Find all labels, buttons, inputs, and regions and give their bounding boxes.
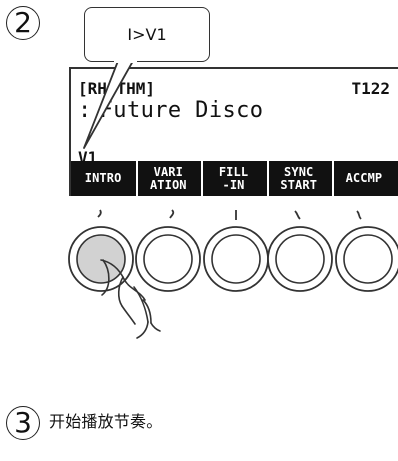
softkey-sync-start[interactable]: SYNC START: [266, 161, 329, 196]
softkey-bar: INTRO VARI ATION FILL -IN SYNC START ACC…: [71, 161, 398, 196]
knob-2-pointer: [169, 209, 175, 219]
knob-1-inner: [76, 234, 126, 284]
softkey-variation[interactable]: VARI ATION: [136, 161, 199, 196]
tempo-label: T122: [351, 79, 390, 98]
lcd-screen: [RH THM] T122 :Future Disco V1 INTRO VAR…: [69, 67, 398, 196]
knob-4-inner: [275, 234, 325, 284]
mode-label: [RH THM]: [78, 79, 156, 98]
callout-box: I>V1: [84, 7, 210, 62]
softkey-fill-in[interactable]: FILL -IN: [201, 161, 264, 196]
rhythm-name: Future Disco: [99, 98, 264, 123]
hand-pointer-icon: [100, 259, 161, 339]
rhythm-prefix: :: [78, 98, 92, 123]
instruction-text: 开始播放节奏。: [49, 412, 163, 431]
step-2-number: 2: [14, 6, 32, 39]
knob-5-inner: [343, 234, 393, 284]
knob-1-pointer: [97, 209, 102, 218]
knob-4-pointer: [294, 210, 301, 220]
lcd-top-row: [RH THM] T122: [78, 79, 390, 99]
knob-5-pointer: [356, 210, 362, 220]
lcd-rhythm-row: : Future Disco: [78, 98, 390, 123]
step-3-badge: 3: [6, 406, 40, 440]
step-3-number: 3: [14, 406, 32, 439]
step-2-badge: 2: [6, 6, 40, 40]
callout-text: I>V1: [127, 25, 167, 44]
softkey-accmp[interactable]: ACCMP: [331, 161, 395, 196]
softkey-intro[interactable]: INTRO: [73, 161, 134, 196]
knob-2-inner: [143, 234, 193, 284]
knob-3-inner: [211, 234, 261, 284]
